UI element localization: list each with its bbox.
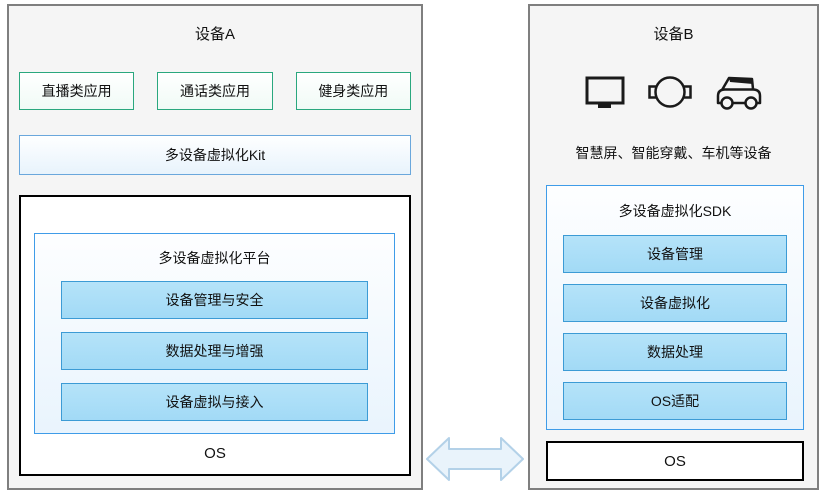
sdk-module: 数据处理: [563, 333, 787, 371]
sdk-module: 设备管理: [563, 235, 787, 273]
platform-module: 设备管理与安全: [61, 281, 368, 319]
device-b-caption: 智慧屏、智能穿戴、车机等设备: [575, 145, 772, 161]
car-icon: [715, 72, 763, 112]
device-a-panel: 设备A 直播类应用 通话类应用 健身类应用 多设备虚拟化Kit 多设备虚拟化平台…: [7, 4, 423, 490]
sdk-module-list: 设备管理 设备虚拟化 数据处理 OS适配: [547, 235, 803, 420]
platform-module: 数据处理与增强: [61, 332, 368, 370]
app-box: 通话类应用: [157, 72, 273, 110]
sdk-title: 多设备虚拟化SDK: [618, 203, 732, 219]
platform-title: 多设备虚拟化平台: [158, 250, 271, 266]
app-layer-row: 直播类应用 通话类应用 健身类应用: [19, 72, 411, 110]
device-a-os-label: OS: [204, 445, 226, 462]
platform-module-list: 设备管理与安全 数据处理与增强 设备虚拟与接入: [35, 281, 394, 421]
virtualization-platform-box: 多设备虚拟化平台 设备管理与安全 数据处理与增强 设备虚拟与接入: [34, 233, 395, 434]
device-b-os-box: OS: [546, 441, 804, 481]
sdk-module: 设备虚拟化: [563, 284, 787, 322]
device-b-title: 设备B: [653, 26, 694, 43]
app-box: 健身类应用: [295, 72, 411, 110]
sdk-module: OS适配: [563, 382, 787, 420]
device-a-os-container: 多设备虚拟化平台 设备管理与安全 数据处理与增强 设备虚拟与接入 OS: [19, 195, 411, 476]
device-type-icons-row: [530, 69, 817, 115]
platform-module: 设备虚拟与接入: [61, 383, 368, 421]
bidirectional-arrow-icon: [425, 433, 525, 485]
wearable-icon: [647, 74, 693, 110]
smart-screen-icon: [585, 76, 625, 109]
virtualization-kit-box: 多设备虚拟化Kit: [19, 135, 411, 175]
app-box: 直播类应用: [19, 72, 135, 110]
virtualization-sdk-box: 多设备虚拟化SDK 设备管理 设备虚拟化 数据处理 OS适配: [546, 185, 804, 430]
device-b-panel: 设备B: [528, 4, 819, 490]
device-a-title: 设备A: [194, 26, 235, 43]
